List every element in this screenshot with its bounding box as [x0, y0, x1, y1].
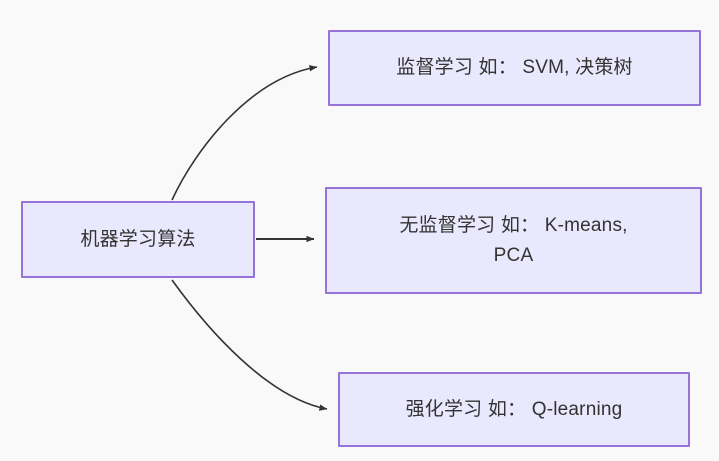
node-machine-learning-algorithms[interactable]: 机器学习算法 — [21, 201, 255, 278]
node-reinforcement-learning[interactable]: 强化学习 如： Q-learning — [338, 372, 690, 447]
edge-root-to-supervised — [171, 65, 318, 201]
node-label: 机器学习算法 — [80, 228, 196, 250]
edge-root-to-reinforcement — [171, 279, 328, 411]
node-label: 无监督学习 如： K-means, PCA — [399, 215, 628, 266]
node-supervised-learning[interactable]: 监督学习 如： SVM, 决策树 — [328, 30, 701, 106]
node-unsupervised-learning[interactable]: 无监督学习 如： K-means, PCA — [325, 187, 702, 294]
node-label: 强化学习 如： Q-learning — [405, 398, 623, 420]
node-label: 监督学习 如： SVM, 决策树 — [396, 57, 633, 79]
